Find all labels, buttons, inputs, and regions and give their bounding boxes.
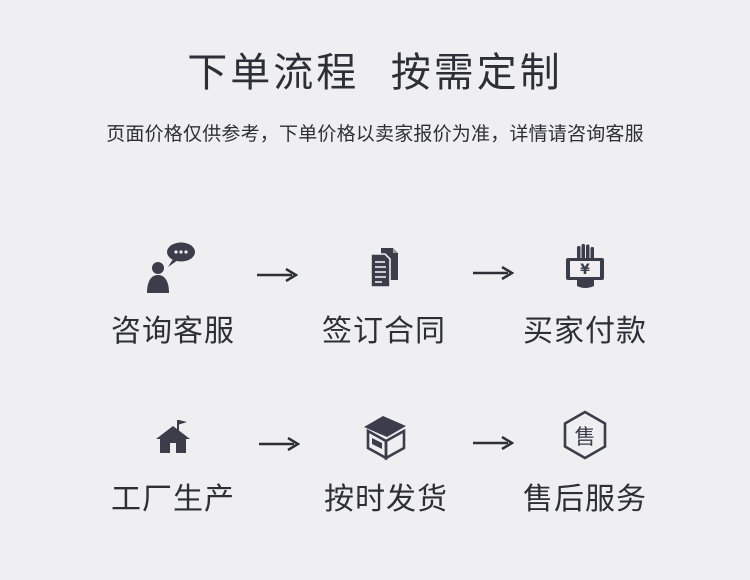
step-label: 工厂生产 <box>111 482 235 517</box>
payment-icon: ¥ <box>500 240 670 296</box>
box-icon <box>301 408 471 464</box>
factory-icon <box>88 408 258 464</box>
step-label: 咨询客服 <box>111 314 235 349</box>
step-buyer-payment: ¥ 买家付款 <box>500 240 670 360</box>
step-label: 买家付款 <box>523 314 647 349</box>
page-subtitle: 页面价格仅供参考，下单价格以卖家报价为准，详情请咨询客服 <box>106 123 644 145</box>
page-title: 下单流程 按需定制 <box>187 50 563 96</box>
step-after-sales-service: 售 售后服务 <box>500 408 670 528</box>
step-label: 按时发货 <box>324 482 448 517</box>
step-factory-production: 工厂生产 <box>88 408 258 528</box>
step-label: 签订合同 <box>322 314 446 349</box>
step-label: 售后服务 <box>523 482 647 517</box>
svg-text:售: 售 <box>575 425 596 449</box>
step-on-time-delivery: 按时发货 <box>301 408 471 528</box>
arrow-right-icon <box>257 268 298 282</box>
contract-icon <box>299 240 469 296</box>
arrow-right-icon <box>473 436 514 450</box>
after-sales-icon: 售 <box>500 408 670 464</box>
consult-icon <box>88 240 258 296</box>
step-sign-contract: 签订合同 <box>299 240 469 360</box>
arrow-right-icon <box>259 437 300 451</box>
step-consult-service: 咨询客服 <box>88 240 258 360</box>
arrow-right-icon <box>473 266 514 280</box>
svg-text:¥: ¥ <box>580 262 590 278</box>
